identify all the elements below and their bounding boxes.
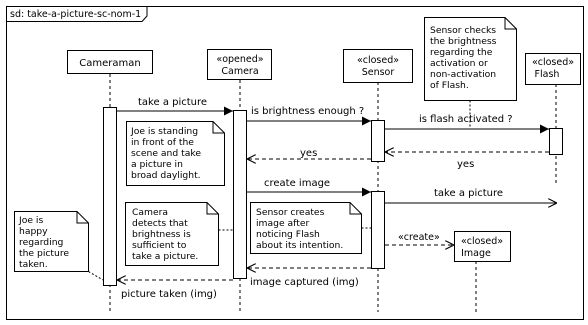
svg-text:yes: yes	[457, 159, 474, 170]
cameraman-label: Cameraman	[79, 58, 140, 69]
activation-sensor-2	[371, 191, 385, 269]
note-camera-detects-l1: Camera	[132, 207, 168, 218]
flash-head[interactable]: «closed» Flash	[525, 53, 581, 85]
note-camera-detects-l2: detects that	[132, 218, 188, 229]
camera-head[interactable]: «opened» Camera	[207, 49, 272, 80]
note-joe-standing-l1: Joe is standing	[130, 126, 198, 137]
activation-cameraman	[103, 107, 117, 286]
note-sensor-creates-l4: about its intention.	[256, 240, 343, 251]
note-camera-detects-l5: take a picture.	[132, 251, 198, 262]
msg-brightness: is brightness enough ?	[247, 106, 371, 126]
svg-text:create image: create image	[264, 178, 330, 189]
note-joe-happy-l2: happy	[19, 226, 48, 237]
msg-yes-sensor: yes	[247, 148, 371, 159]
sensor-stereotype: «closed»	[357, 55, 399, 66]
svg-text:image captured (img): image captured (img)	[250, 277, 359, 288]
note-joe-standing-l3: scene and take	[131, 148, 201, 159]
note-joe-happy-l4: the picture	[19, 248, 69, 259]
note-sensor-checks-l5: non-activation	[430, 69, 496, 80]
camera-label: Camera	[221, 66, 258, 77]
svg-text:«create»: «create»	[398, 232, 440, 243]
msg-create-image: create image	[247, 178, 371, 197]
msg-take-picture-1: take a picture	[117, 97, 233, 116]
note-camera-detects-l3: brightness is	[132, 229, 191, 240]
svg-text:picture taken (img): picture taken (img)	[121, 289, 217, 300]
note-joe-happy-l5: taken.	[19, 259, 48, 270]
sensor-label: Sensor	[362, 67, 395, 78]
frame-title: sd: take-a-picture-sc-nom-1	[10, 9, 141, 20]
svg-text:is brightness enough ?: is brightness enough ?	[251, 106, 364, 117]
msg-take-picture-2: take a picture	[385, 188, 557, 203]
note-sensor-creates-l3: noticing Flash	[256, 229, 320, 240]
image-head[interactable]: «closed» Image	[454, 231, 511, 262]
note-sensor-checks-l4: activation or	[430, 58, 488, 69]
sensor-head[interactable]: «closed» Sensor	[343, 49, 413, 83]
note-sensor-creates-l2: image after	[256, 218, 309, 229]
note-camera-detects-l4: sufficient to	[132, 240, 187, 251]
note-joe-happy: Joe is happy regarding the picture taken…	[14, 211, 104, 281]
note-sensor-checks-l3: regarding the	[430, 47, 493, 58]
note-joe-standing-l5: broad daylight.	[131, 170, 201, 181]
msg-create: «create»	[385, 232, 454, 245]
note-joe-happy-l1: Joe is	[18, 215, 43, 226]
msg-image-captured: image captured (img)	[247, 268, 371, 288]
image-label: Image	[461, 248, 491, 259]
note-sensor-checks: Sensor checks the brightness regarding t…	[424, 17, 517, 129]
image-stereotype: «closed»	[461, 236, 503, 247]
note-joe-standing-l2: in front of the	[131, 137, 194, 148]
note-sensor-checks-l2: the brightness	[430, 36, 497, 47]
note-joe-happy-l3: regarding	[19, 237, 63, 248]
msg-flash-activated: is flash activated ?	[385, 114, 549, 134]
svg-text:yes: yes	[300, 148, 317, 159]
activation-flash	[549, 128, 563, 155]
frame-tab	[6, 6, 148, 22]
note-sensor-checks-l6: of Flash.	[430, 80, 469, 91]
note-camera-detects: Camera detects that brightness is suffic…	[125, 202, 233, 266]
msg-yes-flash: yes	[385, 152, 549, 170]
activation-sensor-1	[371, 120, 385, 162]
flash-label: Flash	[535, 69, 560, 80]
flash-stereotype: «closed»	[532, 57, 574, 68]
svg-text:take a picture: take a picture	[434, 188, 503, 199]
svg-text:is flash activated ?: is flash activated ?	[419, 114, 513, 125]
svg-text:take a picture: take a picture	[138, 97, 207, 108]
note-sensor-creates-l1: Sensor creates	[256, 207, 325, 218]
note-sensor-creates: Sensor creates image after noticing Flas…	[250, 202, 371, 254]
msg-picture-taken: picture taken (img)	[117, 280, 233, 300]
note-sensor-checks-l1: Sensor checks	[430, 25, 496, 36]
note-joe-standing: Joe is standing in front of the scene an…	[126, 121, 225, 186]
cameraman-head[interactable]: Cameraman	[67, 50, 153, 74]
activation-camera	[233, 110, 247, 279]
diagram-frame	[6, 6, 584, 320]
note-joe-standing-l4: a picture in	[131, 159, 183, 170]
camera-stereotype: «opened»	[216, 54, 263, 65]
